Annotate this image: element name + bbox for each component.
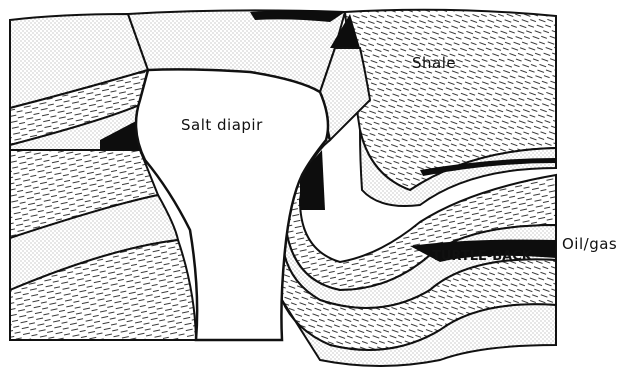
turtle-back-label: TURTLE-BACK xyxy=(432,249,533,264)
shale-label: Shale xyxy=(412,54,456,72)
oil-gas-label: Oil/gas xyxy=(562,235,617,253)
salt-diapir-label: Salt diapir xyxy=(181,116,263,134)
